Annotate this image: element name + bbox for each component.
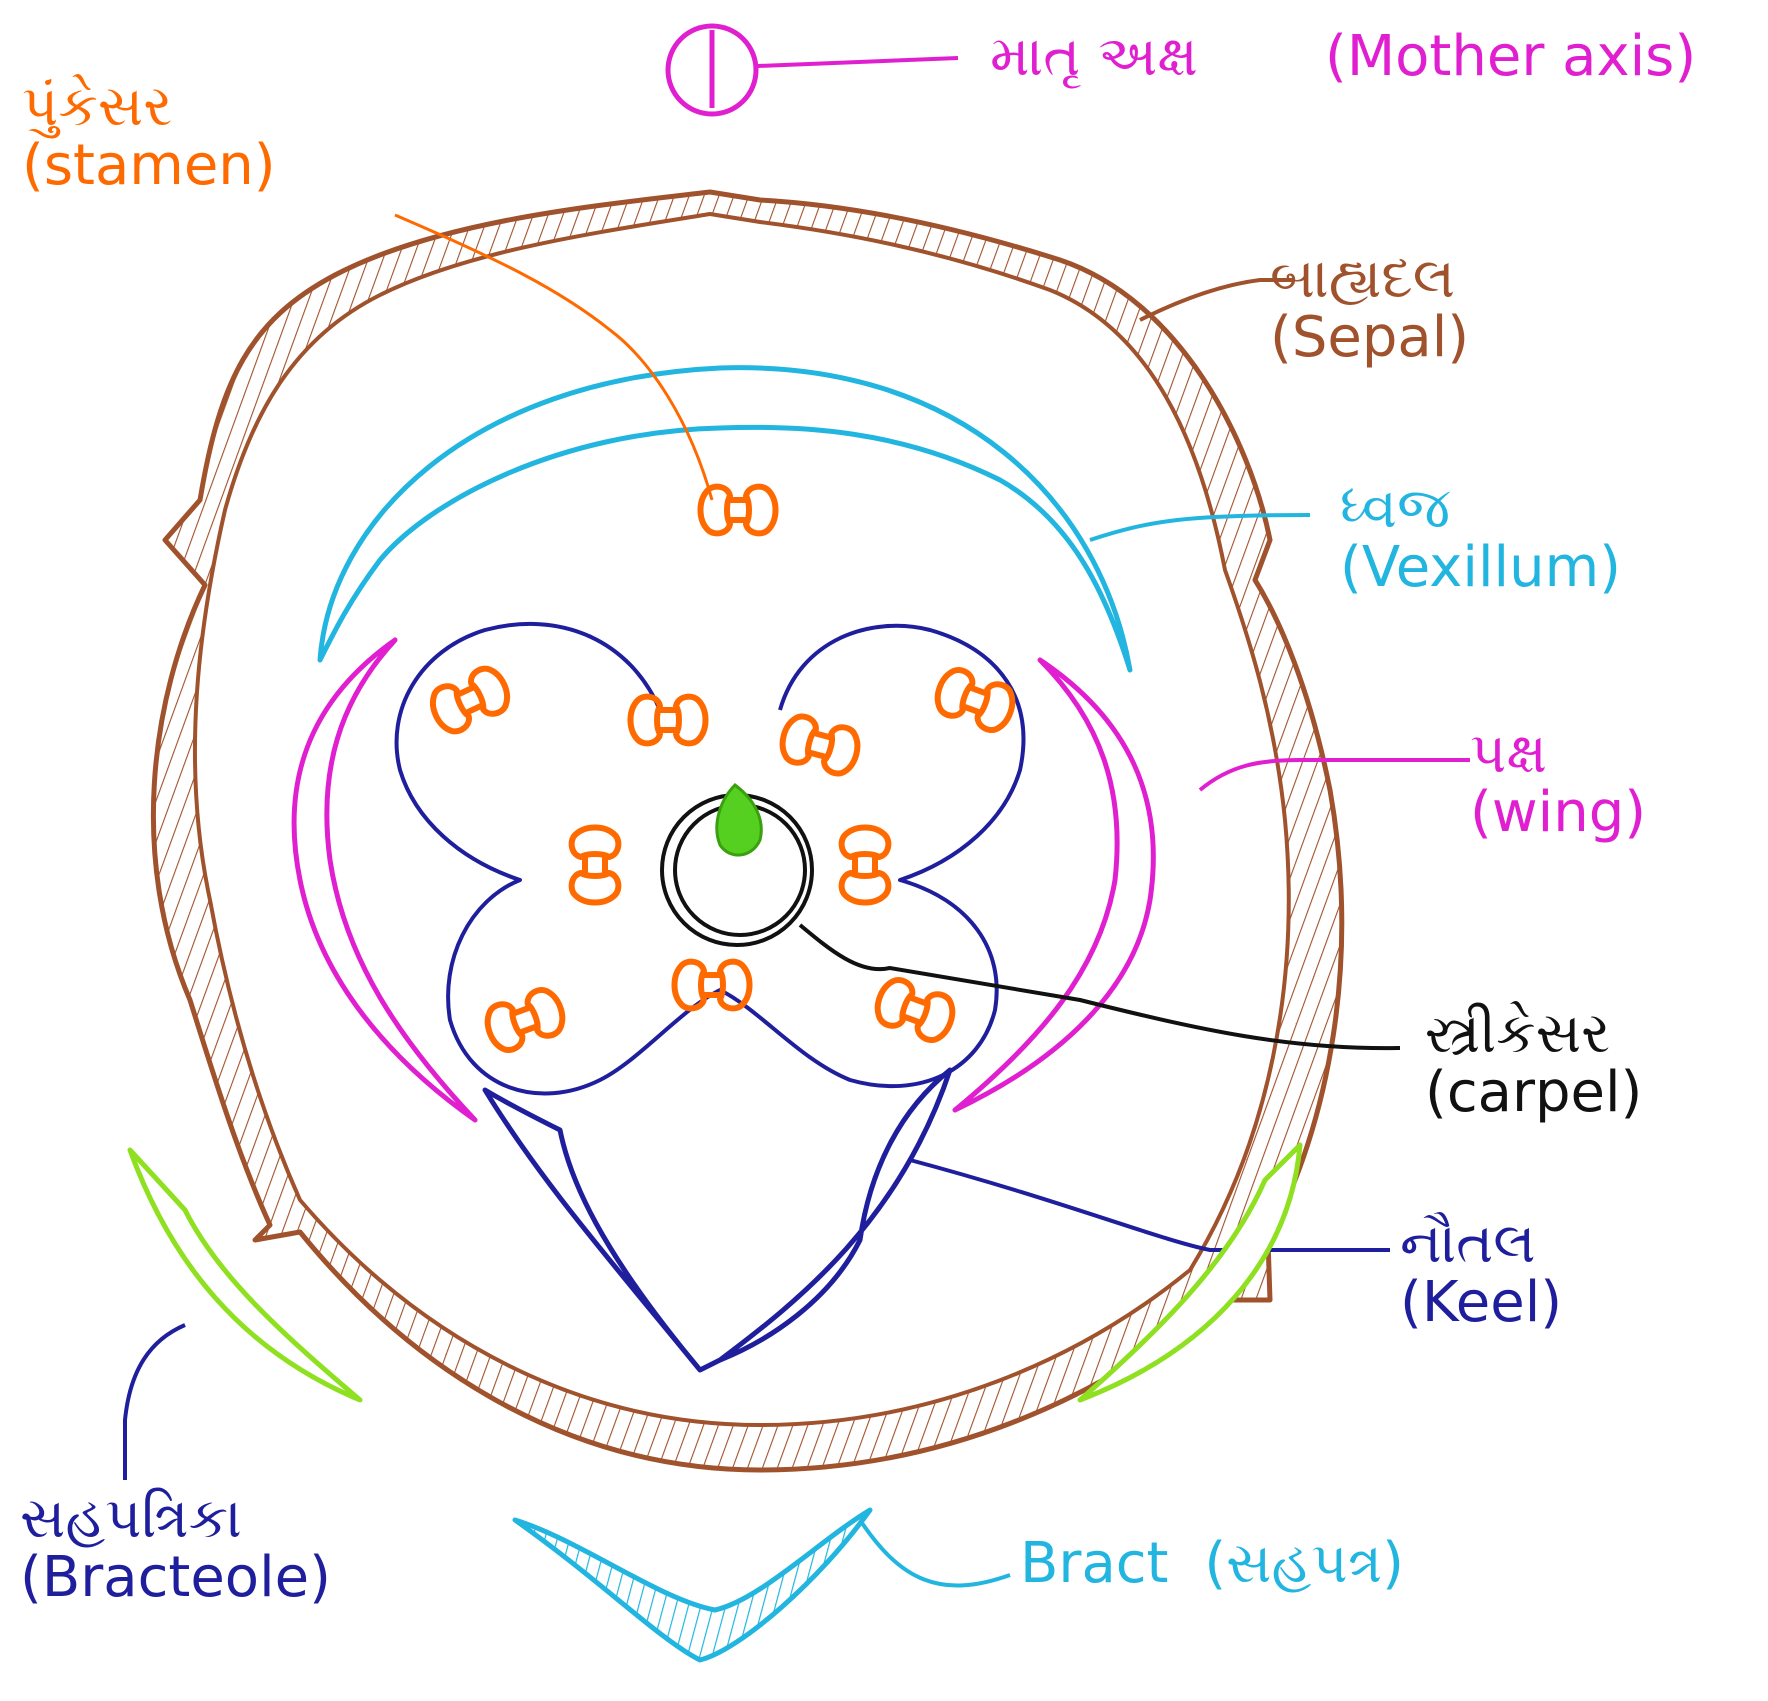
bracteole-label-en: (Bracteole): [20, 1544, 331, 1610]
bracteole-label: સહપત્રિકા (Bracteole): [20, 1486, 331, 1610]
vexillum-label-en: (Vexillum): [1340, 534, 1621, 600]
carpel-label: સ્ત્રીકેસર (carpel): [1425, 1001, 1643, 1125]
bracteole-label-gu: સહપત્રિકા: [20, 1486, 242, 1551]
stamen-leader: [394, 213, 714, 501]
keel-label-en: (Keel): [1400, 1269, 1563, 1335]
keel: [482, 1067, 1390, 1373]
mother-axis-label: માતૃ અક્ષ (Mother axis): [990, 27, 1696, 87]
keel-label-gu: નૌતલ: [1400, 1211, 1536, 1276]
sepal-label: બાહ્યદલ (Sepal): [1270, 246, 1470, 370]
stamen-label-en: (stamen): [22, 132, 276, 198]
keel-label: નૌતલ (Keel): [1400, 1211, 1563, 1335]
wing-label-en: (wing): [1470, 779, 1647, 845]
wing-label-gu: પક્ષ: [1470, 721, 1547, 786]
bracteole-right: [1077, 1142, 1303, 1403]
bract: [512, 1507, 1011, 1663]
sepal-label-en: (Sepal): [1270, 304, 1470, 370]
vexillum: [317, 365, 1311, 673]
bracteole-left: [123, 1147, 363, 1480]
mother-axis-label-gu: માતૃ અક્ષ: [990, 24, 1198, 89]
vexillum-label-gu: ધ્વજ: [1340, 476, 1451, 541]
wing-left: [291, 637, 478, 1123]
wing-label: પક્ષ (wing): [1470, 721, 1647, 845]
bract-label: Bract (સહપત્ર): [1020, 1534, 1404, 1594]
carpel-label-gu: સ્ત્રીકેસર: [1425, 1001, 1611, 1066]
carpel-label-en: (carpel): [1425, 1059, 1643, 1125]
wing-right: [952, 657, 1470, 1113]
vexillum-label: ધ્વજ (Vexillum): [1340, 476, 1621, 600]
bract-label-gu: (સહપત્ર): [1204, 1531, 1404, 1596]
stamen-label: પુંકેસર (stamen): [22, 74, 276, 198]
sepal-label-gu: બાહ્યદલ: [1270, 246, 1456, 311]
bract-label-en: Bract: [1020, 1531, 1169, 1596]
mother-axis-label-en: (Mother axis): [1325, 24, 1697, 89]
sepal-leader: [1139, 278, 1295, 322]
stamen-label-gu: પુંકેસર: [22, 74, 173, 139]
carpel: [660, 783, 1401, 1051]
mother-axis: [665, 23, 959, 117]
